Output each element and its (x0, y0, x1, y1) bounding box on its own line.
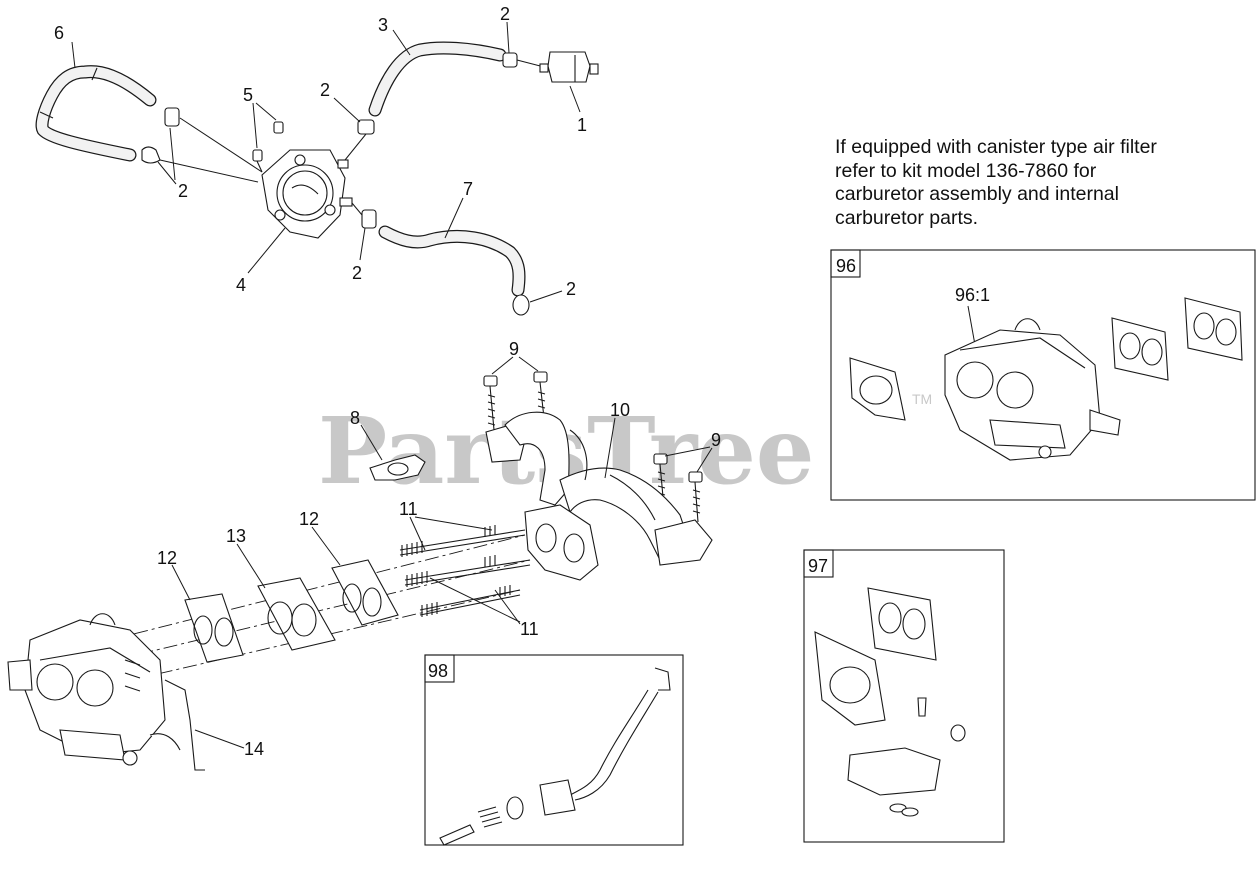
callout-13: 13 (226, 526, 246, 546)
part-14-wire[interactable] (164, 679, 205, 771)
callout-11-upper: 11 (399, 499, 418, 519)
part-5-screw-a[interactable] (252, 149, 263, 173)
callout-2-right: 2 (566, 279, 576, 299)
callout-9-right: 9 (711, 430, 721, 450)
callout-6: 6 (54, 23, 64, 43)
part-10-intake-manifold[interactable] (485, 411, 713, 581)
part-2-clamp-top[interactable] (502, 52, 518, 68)
callout-2-lower: 2 (352, 263, 362, 283)
part-2-clamp-left-upper[interactable] (164, 107, 180, 127)
part-2-clamp-upper-mid[interactable] (357, 119, 375, 135)
kit-96-box[interactable]: 96 96:1 (830, 249, 1256, 501)
kit-98-box[interactable]: 98 (424, 654, 684, 846)
callout-8: 8 (350, 408, 360, 428)
part-11-studs[interactable] (399, 525, 531, 617)
kit-98-label: 98 (428, 661, 448, 681)
callout-2-upper: 2 (320, 80, 330, 100)
kit-97-label: 97 (808, 556, 828, 576)
callout-5: 5 (243, 85, 253, 105)
callout-2-top: 2 (500, 4, 510, 24)
callout-2-left: 2 (178, 181, 188, 201)
carburetor-main[interactable] (7, 613, 181, 766)
leader-lines (71, 21, 713, 749)
part-9-bolt-a[interactable] (483, 375, 498, 431)
part-2-clamp-lower-right[interactable] (512, 294, 530, 316)
callout-12-left: 12 (157, 548, 177, 568)
part-4-fuel-pump[interactable] (261, 149, 353, 239)
part-2-clamp-left-lower[interactable] (141, 146, 161, 164)
part-12-gasket-right[interactable] (331, 559, 399, 626)
part-7-fuel-hose[interactable] (378, 225, 526, 297)
part-8-gasket[interactable] (369, 454, 426, 481)
callout-12-right: 12 (299, 509, 319, 529)
kit-97-box[interactable]: 97 (803, 549, 1005, 843)
part-5-screw-b[interactable] (273, 121, 284, 134)
note-line-3: carburetor assembly and internal (835, 183, 1119, 205)
part-12-gasket-left[interactable] (184, 593, 244, 663)
callout-10: 10 (610, 400, 630, 420)
callout-11-lower: 11 (520, 619, 539, 639)
part-2-clamp-lower-mid[interactable] (361, 209, 377, 229)
callout-4: 4 (236, 275, 246, 295)
watermark-tm: TM (912, 391, 932, 407)
part-1-fuel-filter[interactable] (539, 51, 599, 83)
note-line-2: refer to kit model 136-7860 for (835, 159, 1097, 182)
kit-96-sub-label: 96:1 (955, 285, 990, 305)
callout-14: 14 (244, 739, 264, 759)
callout-9-upper: 9 (509, 339, 519, 359)
callout-1: 1 (577, 115, 587, 135)
callout-7: 7 (463, 179, 473, 199)
callouts: 6 2 3 2 1 2 5 4 7 2 2 9 8 10 9 11 11 12 … (54, 4, 721, 759)
part-13-spacer[interactable] (257, 577, 336, 651)
equipment-note: If equipped with canister type air filte… (835, 136, 1235, 230)
part-9-bolt-d[interactable] (688, 471, 703, 523)
part-3-fuel-hose[interactable] (368, 41, 507, 117)
part-6-fuel-hose[interactable] (35, 65, 157, 162)
note-line-1: If equipped with canister type air filte… (835, 136, 1157, 158)
kit-96-label: 96 (836, 256, 856, 276)
part-9-bolt-b[interactable] (533, 371, 548, 419)
note-line-4: carburetor parts. (835, 206, 979, 229)
callout-3: 3 (378, 15, 388, 35)
